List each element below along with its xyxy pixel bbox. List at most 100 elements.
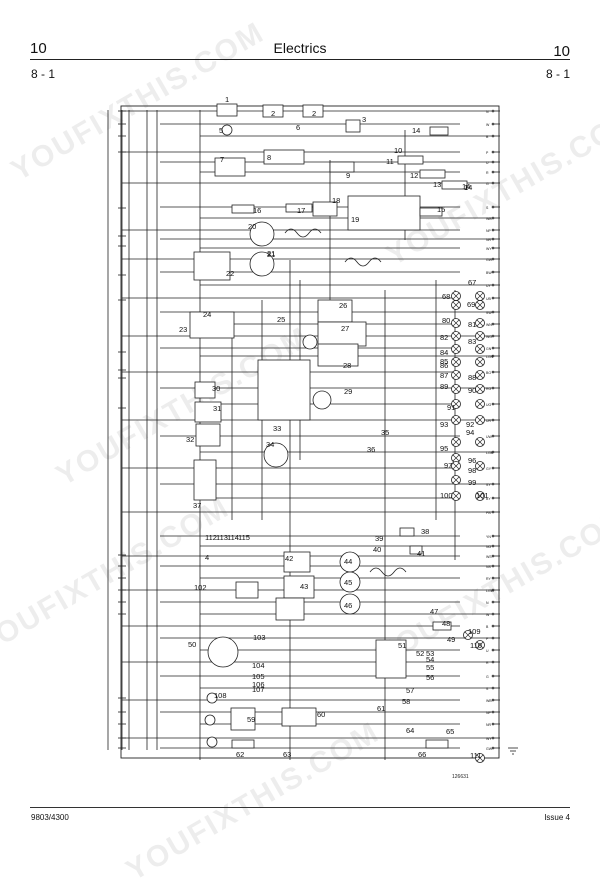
terminal-dot [491,122,495,126]
component-label-8: 8 [267,153,271,162]
component-label-96: 96 [468,456,476,465]
terminal-dot [491,246,495,250]
wire-code-label: WS [486,555,492,559]
component-label-14: 14 [462,182,470,191]
component-box [419,169,446,179]
terminal-dot [491,612,495,616]
component-circle [263,442,289,468]
component-label-16: 16 [253,206,261,215]
wire-code-label: GY [486,467,492,471]
component-box [230,707,256,731]
component-label-15: 15 [437,205,445,214]
lamp-cross [476,385,484,393]
component-label-45: 45 [344,578,352,587]
component-label-115: 115 [238,533,250,542]
component-label-14: 14 [464,183,472,192]
wire-code-label: W [486,613,490,617]
component-label-14: 14 [412,126,420,135]
wire-code-label: R [486,661,489,665]
terminal-dot [491,228,495,232]
page-number-right: 8 - 1 [545,67,570,81]
terminal-dot [491,402,495,406]
footer-rule [30,807,570,808]
component-label-61: 61 [377,704,385,713]
wire-code-label: SY [486,483,491,487]
terminal-dot [491,496,495,500]
lamp-cross [476,400,484,408]
component-box [283,551,311,573]
lamp-cross [452,438,460,446]
component-label-113: 113 [216,533,228,542]
component-label-20: 20 [248,222,256,231]
wire-code-label: R [486,171,489,175]
wire-code-label: WY [486,247,492,251]
component-label-2: 2 [271,109,275,118]
wavy-cable [284,228,322,238]
component-box [329,161,355,173]
component-label-104: 104 [252,661,265,670]
wire-code-label: NG [486,545,492,549]
component-label-89: 89 [440,382,448,391]
component-label-18: 18 [332,196,340,205]
terminal-dot [491,482,495,486]
component-label-9: 9 [346,171,350,180]
terminal-dot [491,160,495,164]
wire-code-label: WB [486,699,492,703]
component-label-40: 40 [373,545,381,554]
component-label-62: 62 [236,750,244,759]
component-label-110: 110 [470,641,482,650]
component-label-102: 102 [194,583,207,592]
wire-code-label: UW [486,435,493,439]
component-label-52: 52 [416,649,424,658]
lamp-cross [452,319,460,327]
component-label-66: 66 [418,750,426,759]
component-label-25: 25 [277,315,285,324]
component-label-83: 83 [468,337,476,346]
terminal-dot [491,150,495,154]
component-circle [249,251,275,277]
component-box [375,639,407,679]
wavy-cable [369,567,407,577]
component-label-49: 49 [447,635,455,644]
component-box [285,203,313,213]
component-box [419,207,443,217]
terminal-dot [491,736,495,740]
component-label-98: 98 [468,466,476,475]
terminal-dot [491,554,495,558]
wire-code-label: S [486,206,489,210]
component-label-30: 30 [212,384,220,393]
component-label-84: 84 [440,348,448,357]
component-label-42: 42 [285,554,293,563]
terminal-dot [491,588,495,592]
terminal-dot [491,466,495,470]
component-label-21: 21 [267,249,275,258]
component-label-4: 4 [205,553,209,562]
terminal-dot [491,134,495,138]
component-label-94: 94 [466,428,474,437]
wire-code-label: WG [486,335,492,339]
terminal-dot [491,370,495,374]
wire-code-label: N [486,110,489,114]
terminal-dot [491,510,495,514]
component-label-26: 26 [339,301,347,310]
component-label-69: 69 [467,300,475,309]
terminal-dot [491,746,495,750]
component-label-7: 7 [220,155,224,164]
component-label-81: 81 [468,320,476,329]
terminal-dot [491,564,495,568]
lamp-cross [452,301,460,309]
component-label-109: 109 [468,627,481,636]
wire-code-label: NP [486,229,492,233]
component-label-43: 43 [300,582,308,591]
component-label-106: 106 [252,680,265,689]
component-label-41: 41 [417,549,425,558]
lamp-cross [476,301,484,309]
wire-code-label: RY [486,577,491,581]
terminal-dot [491,722,495,726]
component-label-19: 19 [351,215,359,224]
wire-code-label: BW [486,271,492,275]
lamp-cross [452,371,460,379]
component-label-99: 99 [468,478,476,487]
wire-code-label: P [486,151,489,155]
wire-code-label: UG [486,403,492,407]
